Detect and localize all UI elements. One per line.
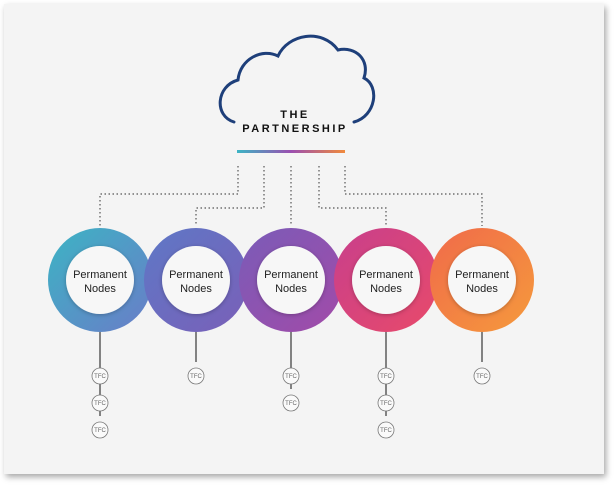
node-inner bbox=[66, 246, 134, 314]
tfc-label: TFC bbox=[476, 374, 488, 380]
partnership-diagram: THE PARTNERSHIP PermanentNodesPermanentN… bbox=[48, 34, 534, 439]
node-inner bbox=[162, 246, 230, 314]
node-label-line1: Permanent bbox=[359, 269, 413, 281]
tfc-label: TFC bbox=[380, 374, 392, 380]
connector-line-1 bbox=[99, 166, 239, 226]
gradient-bar bbox=[237, 150, 345, 153]
permanent-nodes: PermanentNodesPermanentNodesPermanentNod… bbox=[48, 228, 534, 332]
node-inner bbox=[352, 246, 420, 314]
tfc-label: TFC bbox=[94, 374, 106, 380]
cloud-title-line2: PARTNERSHIP bbox=[242, 123, 348, 135]
cloud-icon bbox=[218, 34, 376, 124]
tfc-label: TFC bbox=[380, 401, 392, 407]
node-inner bbox=[448, 246, 516, 314]
node-label-line1: Permanent bbox=[73, 269, 127, 281]
node-label-line1: Permanent bbox=[169, 269, 223, 281]
tfc-badge: TFC bbox=[282, 367, 300, 385]
cloud-title-line1: THE bbox=[280, 109, 310, 121]
tfc-badge: TFC bbox=[91, 367, 109, 385]
connector-line-5 bbox=[344, 166, 483, 226]
node-label-line2: Nodes bbox=[370, 283, 402, 295]
tfc-badge: TFC bbox=[473, 367, 491, 385]
tfc-badge: TFC bbox=[377, 394, 395, 412]
tfc-badges: TFC TFC TFC TFC TFC TFC TFC TFC TFC TFC bbox=[91, 367, 491, 439]
tfc-badge: TFC bbox=[377, 367, 395, 385]
tfc-label: TFC bbox=[380, 428, 392, 434]
tfc-badge: TFC bbox=[282, 394, 300, 412]
tfc-badge: TFC bbox=[187, 367, 205, 385]
tfc-label: TFC bbox=[285, 374, 297, 380]
node-label-line2: Nodes bbox=[275, 283, 307, 295]
connector-line-2 bbox=[195, 166, 265, 226]
tfc-label: TFC bbox=[285, 401, 297, 407]
tfc-badge: TFC bbox=[91, 421, 109, 439]
node-label-line2: Nodes bbox=[466, 283, 498, 295]
tfc-badge: TFC bbox=[377, 421, 395, 439]
node-label-line1: Permanent bbox=[264, 269, 318, 281]
node-label-line1: Permanent bbox=[455, 269, 509, 281]
node-label-line2: Nodes bbox=[180, 283, 212, 295]
node-inner bbox=[257, 246, 325, 314]
tfc-badge: TFC bbox=[91, 394, 109, 412]
connector-lines bbox=[99, 166, 483, 226]
node-label-line2: Nodes bbox=[84, 283, 116, 295]
connector-line-4 bbox=[318, 166, 387, 226]
tfc-label: TFC bbox=[94, 401, 106, 407]
tfc-label: TFC bbox=[94, 428, 106, 434]
tfc-label: TFC bbox=[190, 374, 202, 380]
